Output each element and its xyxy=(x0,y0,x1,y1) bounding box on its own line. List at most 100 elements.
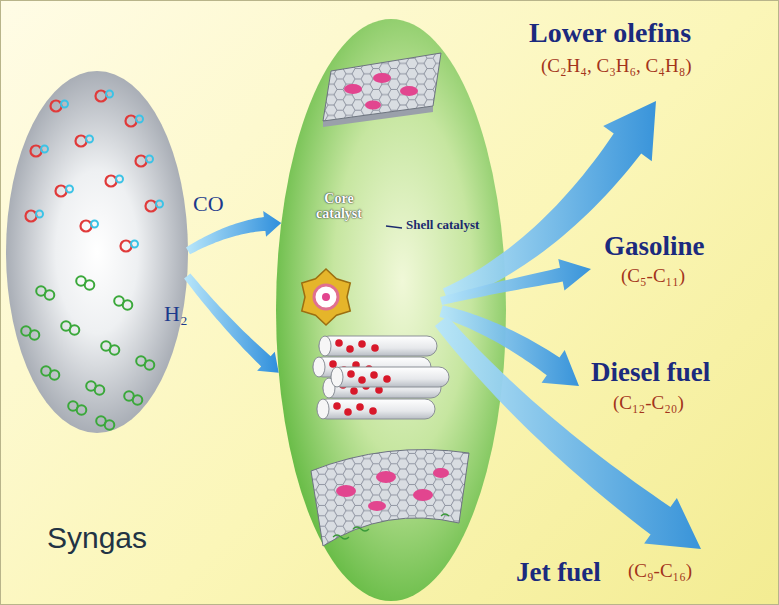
metal-particle xyxy=(373,73,391,83)
carbon-atom xyxy=(61,101,68,108)
carbon-range: (C₅-C₁₁) xyxy=(621,265,685,287)
co-molecule xyxy=(81,221,99,232)
oxygen-atom xyxy=(31,146,42,157)
h2-molecule xyxy=(61,321,79,335)
core-label: Core catalyst xyxy=(291,158,387,254)
tube-end xyxy=(331,367,343,387)
carbon-atom xyxy=(156,201,163,208)
carbon-atom xyxy=(66,186,73,193)
hydrogen-atom xyxy=(77,405,87,415)
metal-particle xyxy=(369,407,377,415)
nanotube-bundle xyxy=(313,336,449,419)
carbon-range: (C₂H₄, C₃H₆, C₄H₈) xyxy=(541,55,692,77)
h2-molecule xyxy=(124,391,142,405)
metal-particle xyxy=(400,86,418,96)
metal-particle xyxy=(329,360,337,368)
metal-particle xyxy=(344,408,352,416)
metal-particle xyxy=(356,403,364,411)
h2-molecule xyxy=(114,296,132,310)
co-molecule xyxy=(31,146,49,157)
metal-particle xyxy=(347,370,355,378)
h2-molecule xyxy=(41,366,59,380)
co-molecule xyxy=(51,101,69,112)
metal-particle xyxy=(365,101,381,110)
h2-molecule xyxy=(101,341,119,355)
product-name: Jet fuel xyxy=(516,557,601,588)
metal-particle xyxy=(371,344,379,352)
hydrogen-atom xyxy=(105,420,115,430)
h2-molecule xyxy=(21,326,39,340)
carbon-atom xyxy=(106,91,113,98)
metal-particle xyxy=(433,468,449,478)
product-name: Gasoline xyxy=(604,231,705,262)
carbon-atom xyxy=(91,221,98,228)
co-molecule xyxy=(76,136,94,147)
metal-particle xyxy=(358,340,366,348)
oxygen-atom xyxy=(56,186,67,197)
co-molecule xyxy=(56,186,74,197)
metal-particle xyxy=(370,371,378,379)
co-molecule xyxy=(136,156,154,167)
oxygen-atom xyxy=(126,116,137,127)
metal-particle xyxy=(376,471,396,483)
flow-arrow xyxy=(184,273,279,372)
sheet-face xyxy=(311,450,469,546)
metal-particle xyxy=(368,501,386,511)
h2-molecule xyxy=(136,356,154,370)
tube-end xyxy=(319,336,331,356)
node-shape xyxy=(276,19,506,601)
oxygen-atom xyxy=(81,221,92,232)
oxygen-atom xyxy=(106,176,117,187)
carbon-atom xyxy=(36,211,43,218)
hydrogen-atom xyxy=(145,360,155,370)
h2-molecule xyxy=(36,286,54,300)
oxygen-atom xyxy=(76,136,87,147)
hydrogen-atom xyxy=(45,290,55,300)
hydrogen-atom xyxy=(133,395,143,405)
metal-particle xyxy=(344,84,362,94)
node-outline xyxy=(6,71,188,433)
carbon-atom xyxy=(41,146,48,153)
tube-wall xyxy=(319,336,437,356)
product-name: Diesel fuel xyxy=(591,357,710,388)
hydrogen-atom xyxy=(70,325,80,335)
tube-end xyxy=(317,399,329,419)
metal-particle xyxy=(383,375,391,383)
metal-particle xyxy=(413,489,433,501)
carbon-atom xyxy=(146,156,153,163)
carbon-atom xyxy=(86,136,93,143)
hydrogen-atom xyxy=(85,280,95,290)
metal-particle xyxy=(322,293,330,301)
flow-arrow xyxy=(186,211,281,254)
functional-group xyxy=(333,514,449,539)
product-arrows xyxy=(435,101,701,549)
metal-particle xyxy=(346,345,354,353)
oxygen-atom xyxy=(121,241,132,252)
h2-molecule xyxy=(76,276,94,290)
nanotube xyxy=(319,336,437,356)
node-shape xyxy=(6,71,188,433)
carbon-range: (C₁₂-C₂₀) xyxy=(613,392,684,414)
metal-particle xyxy=(335,339,343,347)
graphene-sheet xyxy=(323,53,441,127)
co-molecule xyxy=(146,201,164,212)
product-arrow xyxy=(435,316,701,549)
core-shell-particle: Core catalyst xyxy=(291,158,387,254)
tube-wall xyxy=(331,367,449,387)
hydrogen-atom xyxy=(30,330,40,340)
co-molecule xyxy=(106,176,124,187)
leader-line xyxy=(386,226,402,228)
oxygen-atom xyxy=(136,156,147,167)
gas-mixture-ellipse: Syngas xyxy=(6,71,188,433)
h2-molecule xyxy=(96,416,114,430)
tube-end xyxy=(313,357,325,377)
sheet-face xyxy=(323,53,441,121)
hydrogen-atom xyxy=(50,370,60,380)
edge-label: CO xyxy=(193,191,224,217)
zeolite-pore xyxy=(314,285,338,309)
metal-particle xyxy=(336,485,356,497)
co-molecule xyxy=(26,211,44,222)
oxygen-atom xyxy=(51,101,62,112)
nanotube xyxy=(331,367,449,387)
